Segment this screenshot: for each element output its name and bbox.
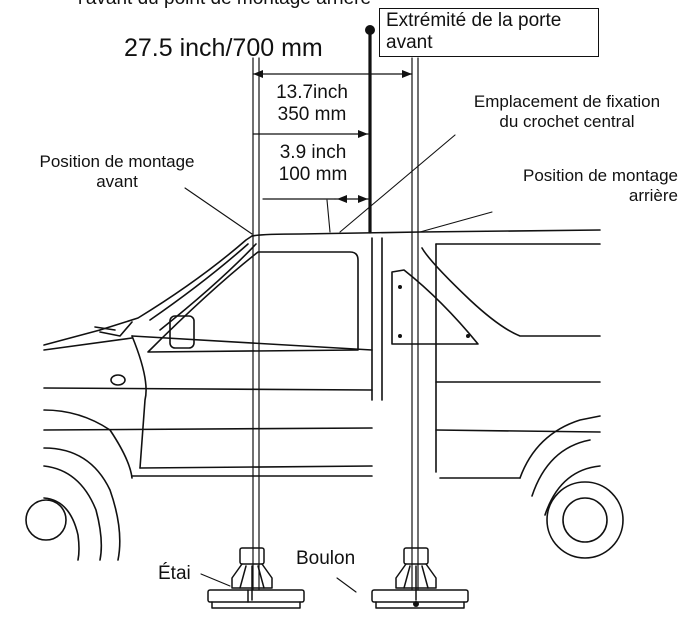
mid-width-label: 13.7inch 350 mm [260, 82, 364, 126]
door-end-line2: avant [386, 31, 433, 53]
vehicle-body [25, 229, 624, 561]
mid-width-line2: 350 mm [277, 103, 347, 125]
front-mount-line1: Position de montage [39, 152, 195, 171]
bolt-label: Boulon [296, 548, 356, 569]
center-hook-line1: Emplacement de fixation [473, 92, 661, 111]
door-end-line1: Extrémité de la porte [386, 10, 562, 31]
guide-lines [252, 57, 419, 591]
rear-mount-line1: Position de montage [523, 166, 678, 185]
small-width-line2: 100 mm [278, 163, 348, 185]
small-width-label: 3.9 inch 100 mm [262, 142, 364, 186]
dimension-lines [252, 70, 413, 203]
mid-width-line1: 13.7inch [276, 82, 348, 103]
front-foot [207, 547, 305, 609]
small-width-line1: 3.9 inch [279, 142, 347, 163]
front-mount-line2: avant [96, 171, 138, 191]
strut-label: Étai [158, 563, 191, 584]
rear-mount-label: Position de montage arrière [440, 166, 678, 205]
rear-mount-line2: arrière [628, 185, 678, 205]
center-pole [365, 25, 375, 234]
total-width-label: 27.5 inch/700 mm [124, 34, 323, 62]
rear-foot [371, 547, 469, 609]
top-cut-label: l'avant du point de montage arrière [78, 0, 371, 10]
front-mount-label: Position de montage avant [2, 152, 232, 191]
center-hook-label: Emplacement de fixation du crochet centr… [440, 92, 694, 131]
center-hook-line2: du crochet central [499, 111, 635, 131]
door-end-box: Extrémité de la porte avant [379, 8, 599, 57]
leader-lines [184, 134, 493, 593]
